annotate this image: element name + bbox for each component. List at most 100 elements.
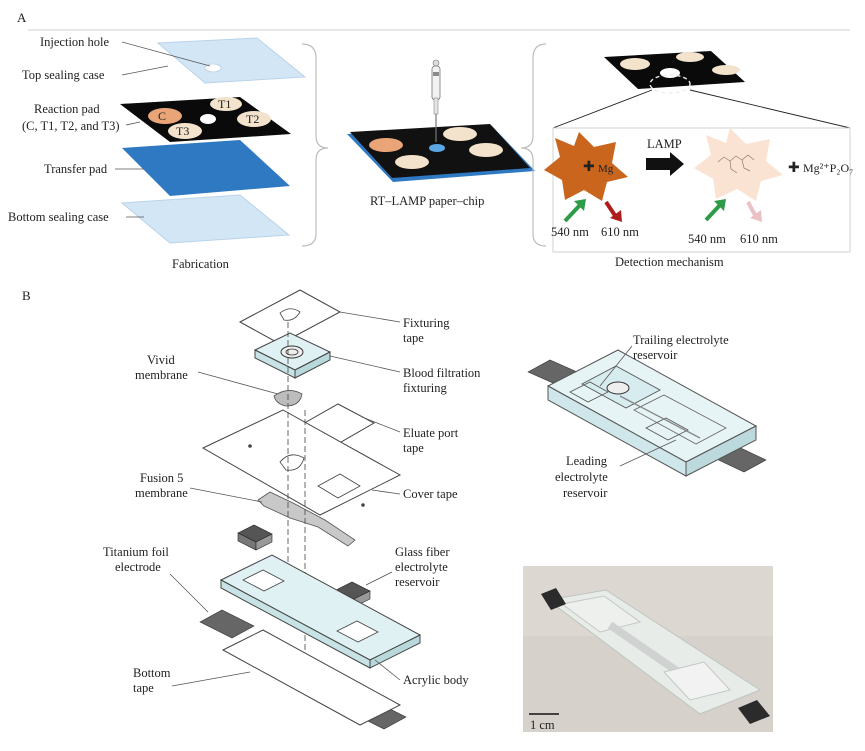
label-fabrication: Fabrication	[172, 257, 230, 271]
leader-trailing	[599, 345, 633, 387]
device-labels: Fixturing tape Vivid membrane Blood filt…	[103, 311, 481, 695]
acrylic-window-1	[242, 569, 285, 592]
assembled-filter-coil	[606, 381, 630, 395]
assembled-reservoir-2	[645, 417, 689, 441]
arrow-ex2-head	[714, 199, 726, 211]
titanium-electrode-left	[199, 609, 255, 639]
top-sealing-case	[156, 37, 307, 84]
label-leading-3: reservoir	[563, 486, 608, 500]
label-titanium-2: electrode	[115, 560, 161, 574]
pipette-icon	[431, 59, 441, 142]
arrow-em1	[604, 200, 618, 219]
detection-chip-pad-4	[712, 65, 740, 75]
zoom-line-right	[689, 89, 851, 129]
assembled-cover	[633, 394, 727, 445]
label-chip-title: RT–LAMP paper–chip	[370, 194, 484, 208]
detection-chip-pad-1	[620, 58, 650, 70]
pad-c-label: C	[158, 109, 166, 123]
chip-pad-1	[369, 138, 403, 152]
label-reaction-pad: Reaction pad	[34, 102, 100, 116]
leader-reaction-pad	[125, 121, 141, 126]
detection-mechanism: ✚ Mg LAMP ✚ Mg²⁺P₂O₇ 540 nm 610 nm 540 n…	[544, 51, 853, 253]
pad-t3	[168, 123, 202, 139]
arrow-ex2	[704, 203, 722, 222]
rt-lamp-paper-chip: RT–LAMP paper–chip	[347, 59, 535, 208]
label-acrylic: Acrylic body	[403, 673, 469, 687]
photo-electrode-left	[541, 588, 566, 610]
fusion-5-membrane	[257, 491, 356, 547]
leader-eluate	[361, 416, 401, 433]
detection-chip-pad-2	[676, 52, 704, 62]
fabrication-layers: C T1 T3 T2	[120, 37, 307, 244]
label-ex1: 540 nm	[551, 225, 589, 239]
leader-vivid	[197, 371, 279, 395]
device-photo: 1 cm	[523, 566, 773, 732]
detection-focus-circle	[649, 74, 691, 94]
bottom-tape	[221, 629, 402, 726]
arrow-ex1	[563, 203, 582, 223]
label-eluate-2: tape	[403, 441, 424, 455]
acrylic-window-2	[336, 620, 379, 643]
glass-fiber-left	[237, 524, 273, 551]
chip-pad-4	[469, 143, 503, 157]
label-product: Mg²⁺P₂O₇	[803, 161, 853, 175]
blood-filtration-side2	[294, 351, 331, 379]
chip-pad-3	[395, 155, 429, 169]
fixturing-tape-hole	[279, 308, 301, 321]
assembled-channel	[619, 395, 701, 439]
star-plus-1: ✚	[583, 160, 595, 175]
chip-center-drop	[429, 144, 445, 152]
pad-t1	[210, 97, 242, 111]
detection-chip-pad-3	[660, 68, 680, 78]
label-fusion-2: membrane	[135, 486, 188, 500]
arrow-em2	[746, 201, 758, 218]
leader-bottom	[171, 671, 251, 687]
pad-t2-label: T2	[246, 112, 259, 126]
panel-a-letter: A	[17, 10, 27, 25]
photo-reservoir	[663, 661, 731, 701]
panel-b-letter: B	[22, 288, 31, 303]
label-bottom-1: Bottom	[133, 666, 171, 680]
label-vivid-2: membrane	[135, 368, 188, 382]
pad-center	[200, 114, 216, 124]
leader-injection-hole	[121, 41, 211, 67]
transfer-pad	[122, 140, 290, 196]
pad-t3-label: T3	[176, 124, 189, 138]
label-em1: 610 nm	[601, 225, 639, 239]
label-glass-3: reservoir	[395, 575, 440, 589]
filter-coil	[280, 345, 304, 359]
leader-top-sealing-case	[121, 65, 169, 76]
zoom-line-left	[552, 89, 653, 129]
pad-t1-label: T1	[218, 97, 231, 111]
label-leading-2: electrolyte	[555, 470, 608, 484]
fabrication-labels: Injection hole Top sealing case Reaction…	[8, 35, 230, 271]
label-leading-1: Leading	[566, 454, 608, 468]
star-pale	[694, 128, 783, 201]
arrow-ex1-head	[574, 199, 586, 211]
label-titanium-1: Titanium foil	[103, 545, 169, 559]
label-transfer-pad: Transfer pad	[44, 162, 108, 176]
label-reaction-pad-sub: (C, T1, T2, and T3)	[22, 119, 120, 133]
label-vivid-1: Vivid	[147, 353, 175, 367]
label-scale: 1 cm	[530, 718, 555, 732]
label-cover-tape: Cover tape	[403, 487, 458, 501]
leader-blood	[329, 355, 401, 373]
label-detection-mechanism: Detection mechanism	[615, 255, 724, 269]
label-mg: Mg	[598, 163, 614, 175]
label-fixturing-2: tape	[403, 331, 424, 345]
label-ex2: 540 nm	[688, 232, 726, 246]
star-orange	[544, 132, 628, 201]
assembled-reservoir-1	[569, 381, 609, 403]
leader-cover-tape	[371, 489, 401, 495]
label-trailing-2: reservoir	[633, 348, 678, 362]
photo-filter-block	[560, 595, 642, 633]
label-fusion-1: Fusion 5	[140, 471, 183, 485]
label-glass-1: Glass fiber	[395, 545, 450, 559]
pad-c	[148, 108, 182, 124]
label-fixturing-1: Fixturing	[403, 316, 450, 330]
acrylic-body-side	[369, 634, 421, 669]
pad-t2	[237, 111, 271, 127]
label-trailing-1: Trailing electrolyte	[633, 333, 729, 347]
molecule-sketch	[717, 154, 755, 174]
